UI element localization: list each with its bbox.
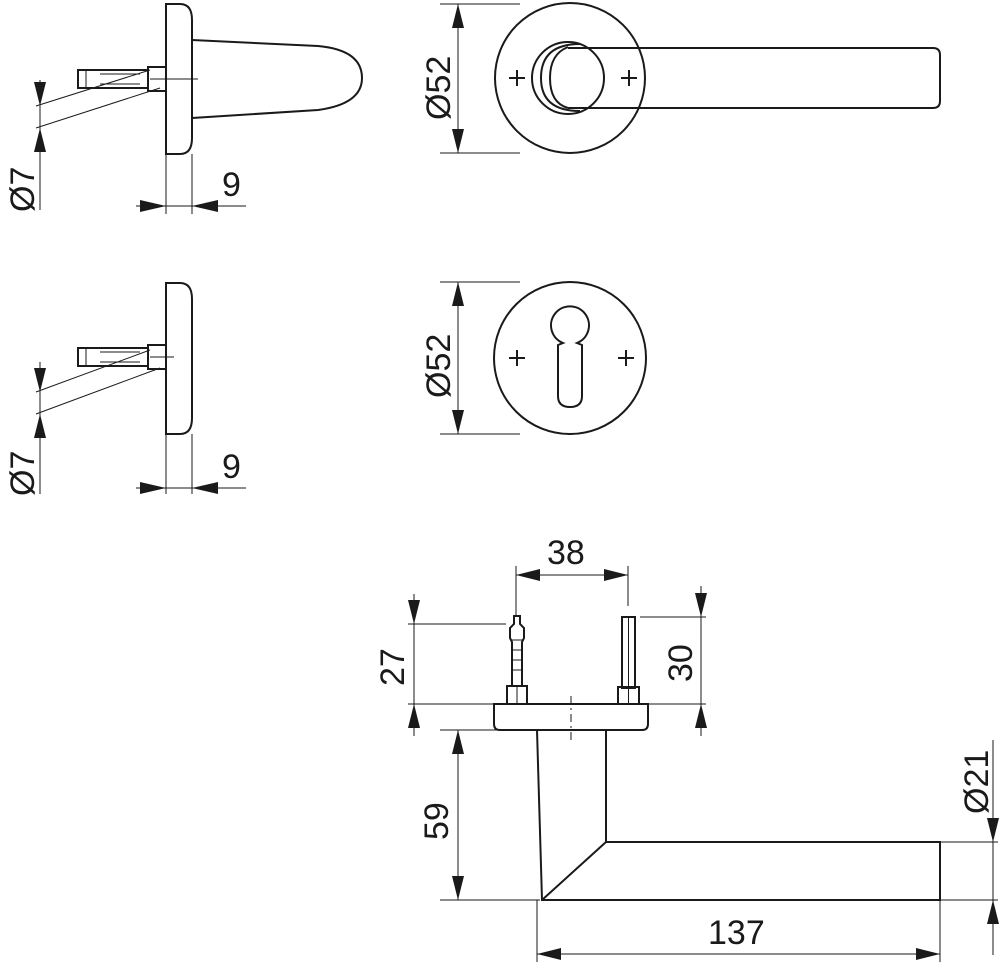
rose [494,2,646,154]
lever-arm [568,47,941,109]
lever-top-view: 38 27 30 [374,534,999,962]
left-pin [509,615,525,687]
escutcheon-rose [493,281,647,435]
dim-lever-length: 137 [708,914,765,952]
dim-pin-spacing: 38 [547,534,585,572]
dim-lever-dia: Ø21 [958,750,996,814]
dim-rose-dia-top: Ø52 [420,56,458,120]
dim-screw-dia-top: Ø7 [4,167,42,212]
dim-pin-height-left: 27 [374,648,412,686]
dim-rose-dia-mid: Ø52 [420,334,458,398]
dim-screw-dia-mid: Ø7 [4,451,42,496]
escutcheon-side-view: Ø7 9 [4,282,246,496]
dim-thickness-mid: 9 [222,448,241,486]
cylinder-keyhole [550,305,590,409]
lever-side-view: Ø7 9 [4,3,364,214]
screw [77,69,149,89]
dim-thickness-top: 9 [222,166,241,204]
escutcheon-front-view: Ø52 [420,281,647,435]
lever-body [535,729,941,901]
dim-pin-height-right: 30 [662,644,700,682]
lever-front-view: Ø52 [420,2,941,154]
base-plate [493,703,649,731]
dim-lever-height: 59 [418,802,456,840]
